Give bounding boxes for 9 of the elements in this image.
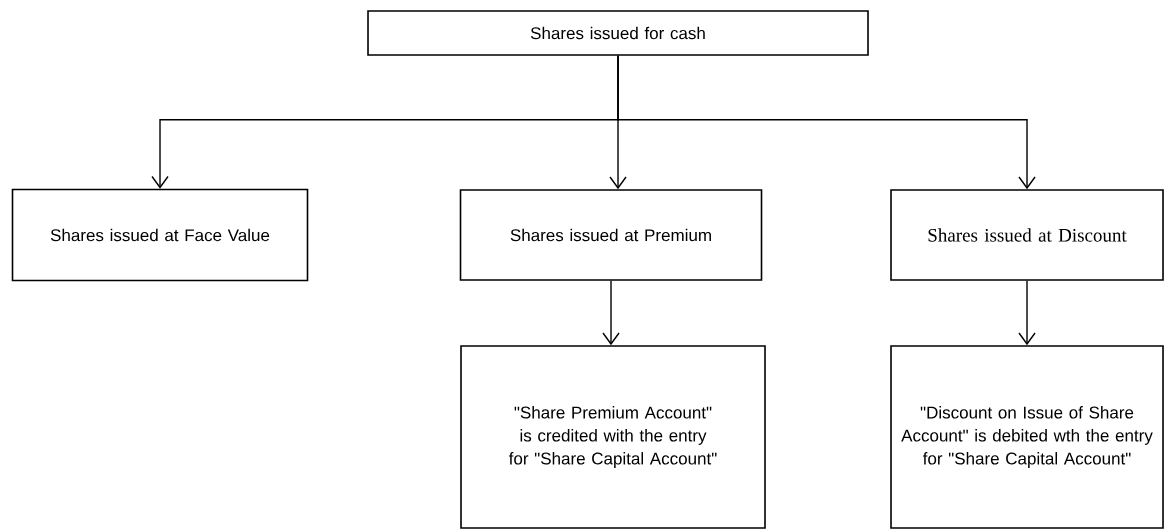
- note-box: "Share Premium Account" is credited with the entry for "Share Capital Account": [460, 345, 766, 529]
- arrow: [617, 55, 1036, 190]
- note-box: "Discount on Issue of Share Account" is debited wth the entry for "Share Capital Account": [890, 345, 1164, 529]
- process-box: Shares issued at Face Value: [11, 188, 309, 282]
- process-box: Shares issued at Premium: [459, 189, 763, 281]
- process-box: Shares issued at Discount: [890, 189, 1164, 281]
- process-box: Shares issued for cash: [367, 10, 869, 56]
- arrow: [602, 280, 620, 346]
- arrow: [1018, 280, 1036, 346]
